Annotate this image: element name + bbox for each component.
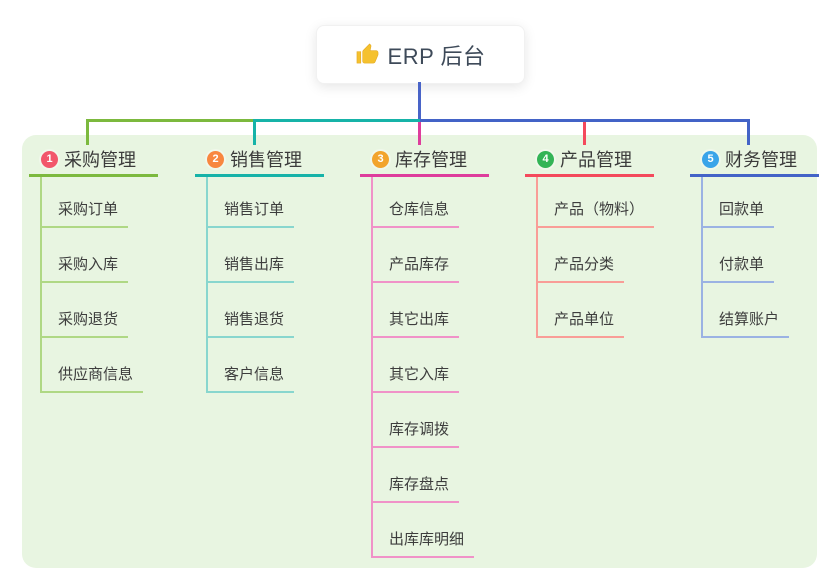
child-label: 销售出库 bbox=[208, 253, 295, 283]
branch-2: 2 销售管理 销售订单销售出库销售退货客户信息 bbox=[195, 144, 324, 393]
child-node[interactable]: 采购入库 bbox=[42, 228, 158, 283]
root-connector-line bbox=[418, 82, 421, 120]
child-node[interactable]: 产品（物料） bbox=[538, 177, 655, 228]
child-node[interactable]: 回款单 bbox=[703, 177, 819, 228]
child-node[interactable]: 库存调拨 bbox=[373, 393, 489, 448]
branch-children: 产品（物料） 产品分类产品单位 bbox=[536, 177, 655, 338]
branch-children: 采购订单采购入库采购退货供应商信息 bbox=[40, 177, 158, 393]
branch-node[interactable]: 4 产品管理 bbox=[525, 144, 654, 177]
child-label: 库存盘点 bbox=[373, 473, 460, 503]
child-node[interactable]: 仓库信息 bbox=[373, 177, 489, 228]
branch-children: 回款单付款单结算账户 bbox=[701, 177, 819, 338]
child-node[interactable]: 产品分类 bbox=[538, 228, 654, 283]
child-label: 产品库存 bbox=[373, 253, 460, 283]
child-node[interactable]: 采购退货 bbox=[42, 283, 158, 338]
root-node[interactable]: ERP 后台 bbox=[316, 25, 525, 84]
child-label: 采购入库 bbox=[42, 253, 129, 283]
branch-label: 销售管理 bbox=[230, 150, 302, 170]
child-label: 采购退货 bbox=[42, 308, 129, 338]
drop-connector-branch-1 bbox=[86, 119, 89, 145]
branch-number-badge: 4 bbox=[537, 150, 554, 168]
branch-node[interactable]: 3 库存管理 bbox=[360, 144, 489, 177]
branch-node[interactable]: 1 采购管理 bbox=[29, 144, 158, 177]
drop-connector-branch-2 bbox=[253, 119, 256, 145]
child-label: 其它入库 bbox=[373, 363, 460, 393]
drop-connector-branch-4 bbox=[583, 122, 586, 145]
child-label: 客户信息 bbox=[208, 363, 295, 393]
child-label: 回款单 bbox=[703, 198, 775, 228]
child-node[interactable]: 付款单 bbox=[703, 228, 819, 283]
child-node[interactable]: 库存盘点 bbox=[373, 448, 489, 503]
branch-node[interactable]: 2 销售管理 bbox=[195, 144, 324, 177]
branch-label: 财务管理 bbox=[725, 150, 797, 170]
child-label: 出库库明细 bbox=[373, 528, 475, 558]
branch-5: 5 财务管理 回款单付款单结算账户 bbox=[690, 144, 819, 338]
child-label: 库存调拨 bbox=[373, 418, 460, 448]
drop-connector-branch-3 bbox=[418, 122, 421, 145]
branch-4: 4 产品管理 产品（物料） 产品分类产品单位 bbox=[525, 144, 655, 338]
child-label: 结算账户 bbox=[703, 308, 790, 338]
child-node[interactable]: 供应商信息 bbox=[42, 338, 158, 393]
child-label: 其它出库 bbox=[373, 308, 460, 338]
child-node[interactable]: 销售订单 bbox=[208, 177, 324, 228]
branches-panel bbox=[22, 135, 817, 568]
root-title: ERP 后台 bbox=[387, 43, 486, 69]
child-node[interactable]: 其它入库 bbox=[373, 338, 489, 393]
branch-children: 仓库信息产品库存其它出库其它入库库存调拨库存盘点出库库明细 bbox=[371, 177, 489, 558]
branch-label: 产品管理 bbox=[560, 150, 632, 170]
branch-node[interactable]: 5 财务管理 bbox=[690, 144, 819, 177]
branch-children: 销售订单销售出库销售退货客户信息 bbox=[206, 177, 324, 393]
child-label: 产品（物料） bbox=[538, 198, 655, 228]
child-node[interactable]: 产品库存 bbox=[373, 228, 489, 283]
child-label: 产品单位 bbox=[538, 308, 625, 338]
child-node[interactable]: 销售出库 bbox=[208, 228, 324, 283]
branch-label: 库存管理 bbox=[395, 150, 467, 170]
child-node[interactable]: 其它出库 bbox=[373, 283, 489, 338]
child-label: 供应商信息 bbox=[42, 363, 144, 393]
child-label: 仓库信息 bbox=[373, 198, 460, 228]
bus-segment-branch-2 bbox=[253, 119, 420, 122]
child-label: 销售退货 bbox=[208, 308, 295, 338]
child-node[interactable]: 采购订单 bbox=[42, 177, 158, 228]
branch-number-badge: 2 bbox=[207, 150, 224, 168]
bus-segment-branch-1 bbox=[86, 119, 254, 122]
child-node[interactable]: 结算账户 bbox=[703, 283, 819, 338]
branch-label: 采购管理 bbox=[64, 150, 136, 170]
drop-connector-branch-5 bbox=[747, 119, 750, 145]
child-node[interactable]: 出库库明细 bbox=[373, 503, 489, 558]
thumbs-up-icon bbox=[356, 43, 378, 64]
branch-3: 3 库存管理 仓库信息产品库存其它出库其它入库库存调拨库存盘点出库库明细 bbox=[360, 144, 489, 558]
branch-1: 1 采购管理 采购订单采购入库采购退货供应商信息 bbox=[29, 144, 158, 393]
child-label: 付款单 bbox=[703, 253, 775, 283]
child-label: 采购订单 bbox=[42, 198, 129, 228]
child-node[interactable]: 产品单位 bbox=[538, 283, 654, 338]
child-label: 产品分类 bbox=[538, 253, 625, 283]
child-label: 销售订单 bbox=[208, 198, 295, 228]
child-node[interactable]: 销售退货 bbox=[208, 283, 324, 338]
branch-number-badge: 1 bbox=[41, 150, 58, 168]
child-node[interactable]: 客户信息 bbox=[208, 338, 324, 393]
branch-number-badge: 5 bbox=[702, 150, 719, 168]
bus-segment-branch-5 bbox=[420, 119, 750, 122]
branch-number-badge: 3 bbox=[372, 150, 389, 168]
